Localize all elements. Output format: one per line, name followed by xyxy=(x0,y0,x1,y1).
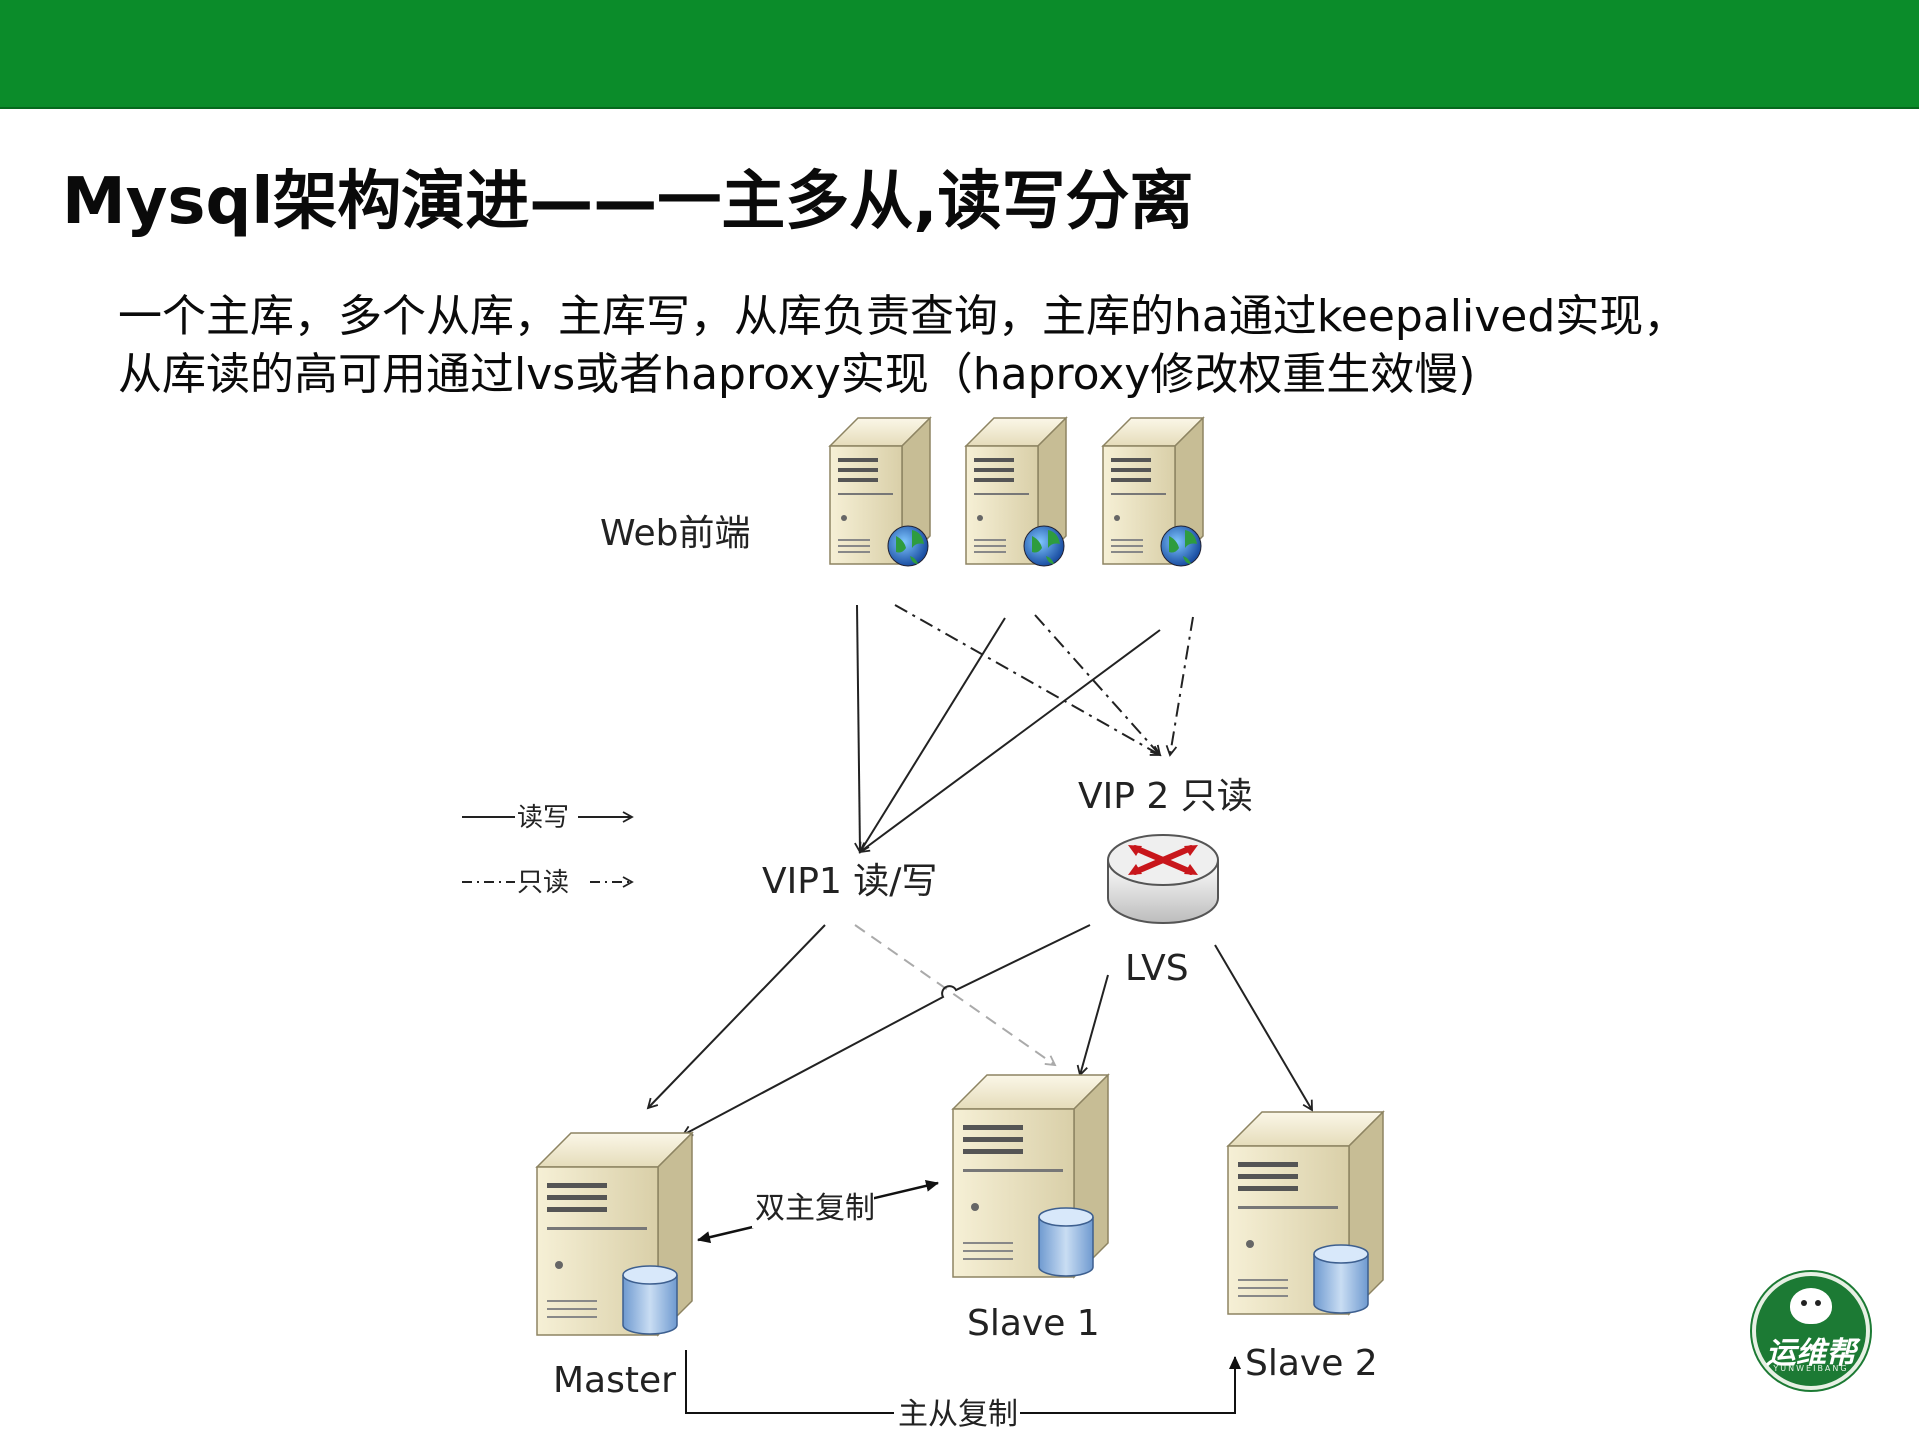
slide-title: Mysql架构演进——一主多从,读写分离 xyxy=(62,165,1194,239)
vip1-to-slave1-arrow xyxy=(854,924,1057,1067)
description-line-2: 从库读的高可用通过lvs或者haproxy实现（haproxy修改权重生效慢) xyxy=(118,349,1476,400)
slave1-server-icon xyxy=(952,1074,1109,1278)
master-label: Master xyxy=(553,1360,676,1401)
vip1-to-master-arrow xyxy=(646,924,826,1110)
master-slave-label: 主从复制 xyxy=(898,1397,1018,1432)
lvs-label: LVS xyxy=(1125,948,1189,989)
web-server-icon xyxy=(1102,417,1204,567)
master-server-icon xyxy=(536,1132,693,1336)
read-write-connections xyxy=(854,604,1161,854)
legend: 读写 只读 xyxy=(462,803,634,898)
web-server-icon xyxy=(829,417,931,567)
header-bar xyxy=(0,0,1919,109)
description-line-1: 一个主库，多个从库，主库写，从库负责查询，主库的ha通过keepalived实现… xyxy=(118,291,1688,342)
read-only-connections xyxy=(894,604,1194,757)
slave2-server-icon xyxy=(1227,1111,1384,1315)
slide-description: 一个主库，多个从库，主库写，从库负责查询，主库的ha通过keepalived实现… xyxy=(118,288,1838,404)
web-frontend-label: Web前端 xyxy=(600,513,751,554)
master-slave-label-bg xyxy=(894,1395,1020,1431)
slave2-label: Slave 2 xyxy=(1245,1343,1378,1384)
lvs-router-icon xyxy=(1107,834,1219,924)
web-server-icon xyxy=(965,417,1067,567)
legend-read-only-label: 只读 xyxy=(517,868,569,898)
dual-master-label-bg xyxy=(752,1188,874,1228)
vip2-label: VIP 2 只读 xyxy=(1078,776,1253,817)
brand-subtitle: YUNWEIBANG xyxy=(1773,1364,1849,1373)
lvs-connections xyxy=(681,924,1313,1137)
brand-name: 运维帮 xyxy=(1766,1336,1856,1371)
brand-logo: 运维帮 YUNWEIBANG xyxy=(1752,1272,1870,1390)
legend-read-write-label: 读写 xyxy=(517,803,569,833)
dog-face-icon xyxy=(1790,1288,1832,1324)
slave1-label: Slave 1 xyxy=(967,1303,1100,1344)
dual-master-label: 双主复制 xyxy=(755,1191,875,1226)
vip1-label: VIP1 读/写 xyxy=(762,861,937,902)
